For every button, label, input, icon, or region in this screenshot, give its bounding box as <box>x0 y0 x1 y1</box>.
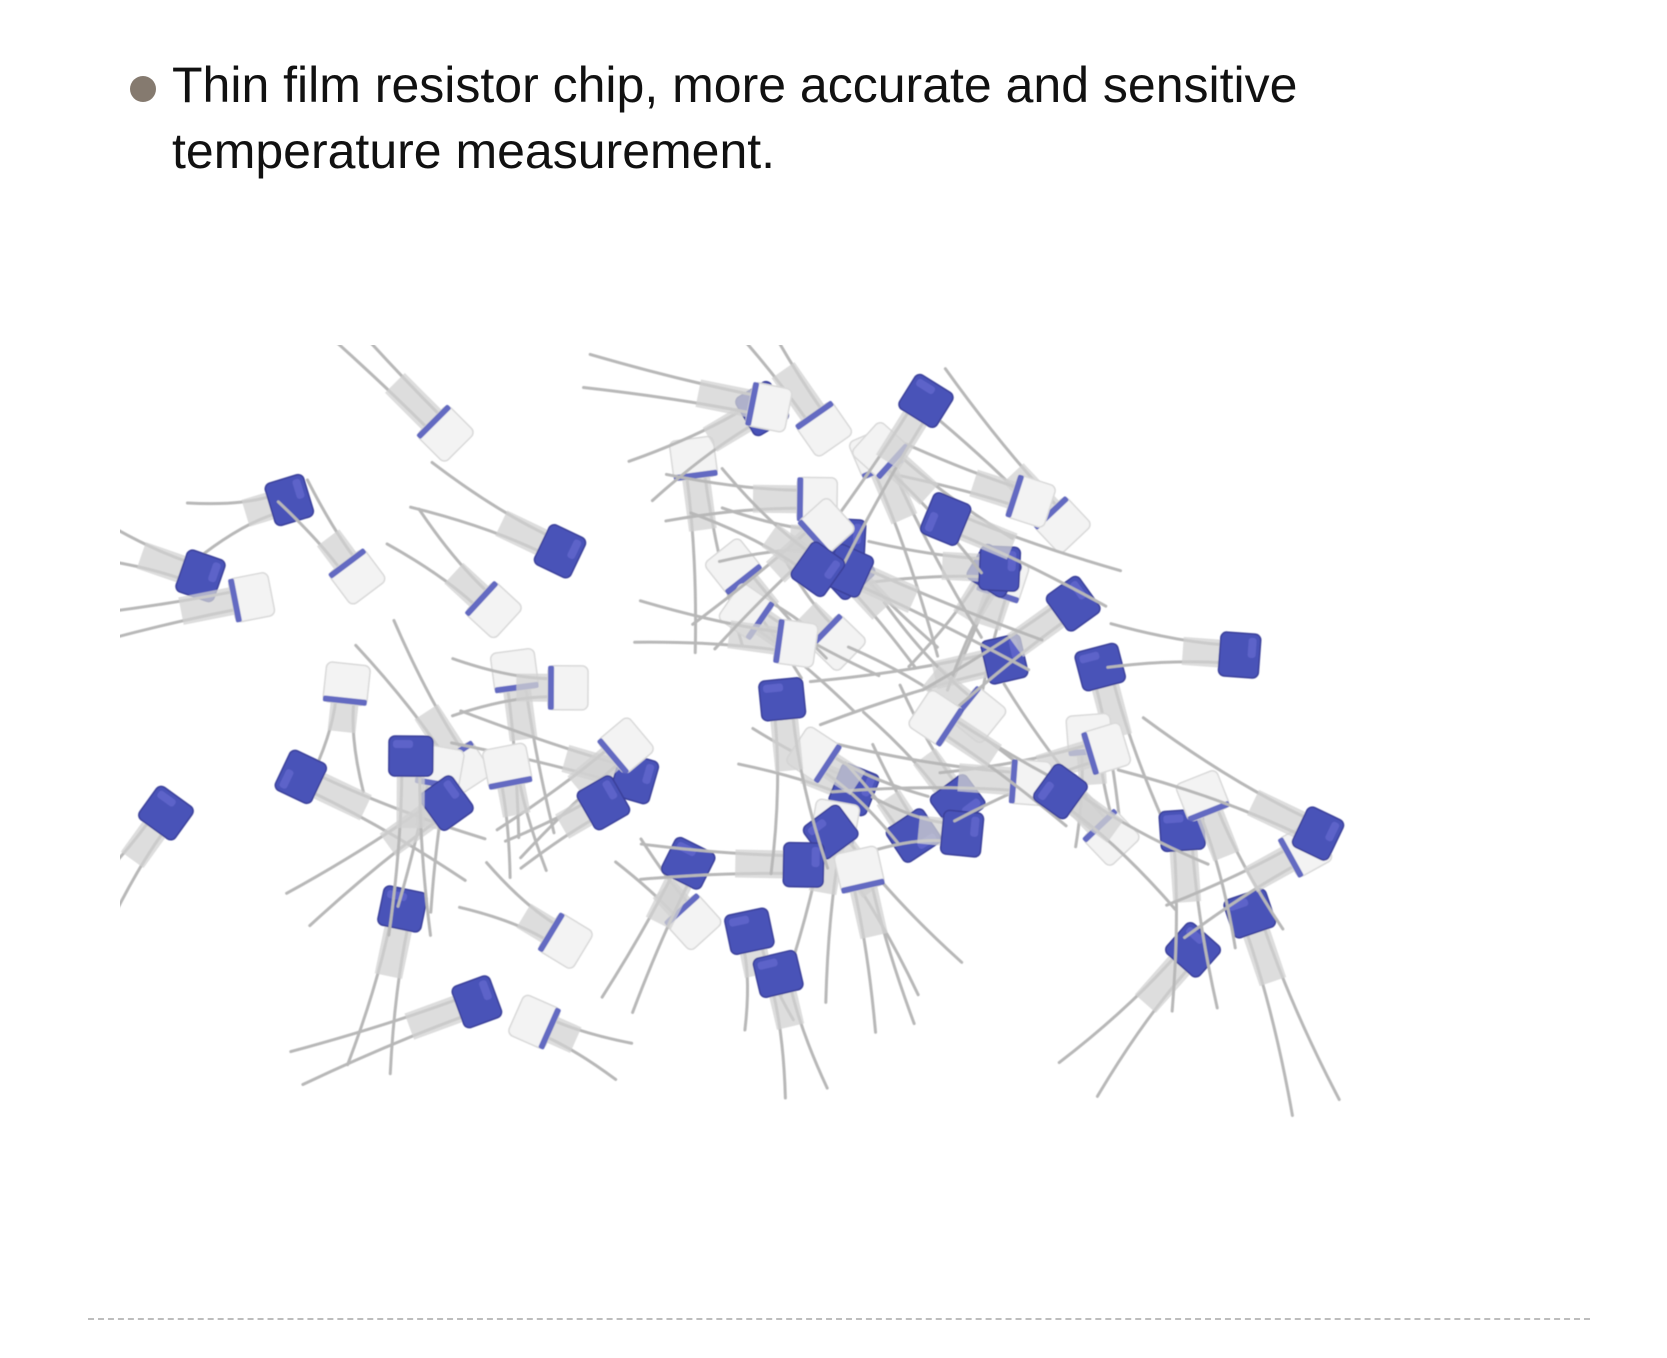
blue-resistor-chip <box>120 499 226 603</box>
blue-resistor-chip <box>1106 622 1262 679</box>
blue-resistor-chip <box>1223 888 1341 1117</box>
white-resistor-chip <box>908 689 1088 828</box>
white-resistor-chip <box>458 861 593 969</box>
blue-resistor-chip <box>289 975 503 1086</box>
blue-resistor-chip <box>1116 716 1345 861</box>
blue-resistor-chip <box>921 575 1101 721</box>
blue-resistor-chip <box>185 473 315 556</box>
white-resistor-chip <box>276 478 386 605</box>
blue-resistor-chip <box>689 467 846 598</box>
blue-resistor-chip <box>409 460 587 579</box>
white-resistor-chip <box>633 599 819 668</box>
blue-resistor-chip <box>1057 921 1222 1098</box>
product-photo <box>120 345 1345 1117</box>
feature-text: Thin film resistor chip, more accurate a… <box>172 57 1298 179</box>
blue-resistor-chip <box>758 677 830 876</box>
blue-resistor-chip <box>865 795 985 858</box>
white-resistor-chip <box>450 657 589 718</box>
white-resistor-chip <box>679 345 853 457</box>
white-resistor-chip <box>385 507 522 639</box>
white-resistor-chip <box>582 352 793 433</box>
blue-resistor-chip <box>387 735 434 937</box>
bullet-dot-icon <box>130 76 156 102</box>
white-resistor-chip <box>288 345 474 462</box>
blue-resistor-chip <box>919 492 1123 608</box>
blue-resistor-chip <box>120 785 194 935</box>
white-resistor-chip <box>120 572 276 658</box>
white-resistor-chip <box>508 994 634 1081</box>
white-resistor-chip <box>891 441 1056 528</box>
blue-resistor-chip <box>814 373 954 565</box>
white-resistor-chip <box>833 845 916 1034</box>
white-resistor-chip <box>482 742 548 880</box>
white-resistor-chip <box>305 661 371 794</box>
divider-line <box>88 1318 1590 1320</box>
blue-resistor-chip <box>752 949 829 1100</box>
blue-resistor-chip <box>503 775 631 870</box>
blue-resistor-chip <box>1032 763 1210 911</box>
feature-bullet: Thin film resistor chip, more accurate a… <box>130 52 1430 184</box>
